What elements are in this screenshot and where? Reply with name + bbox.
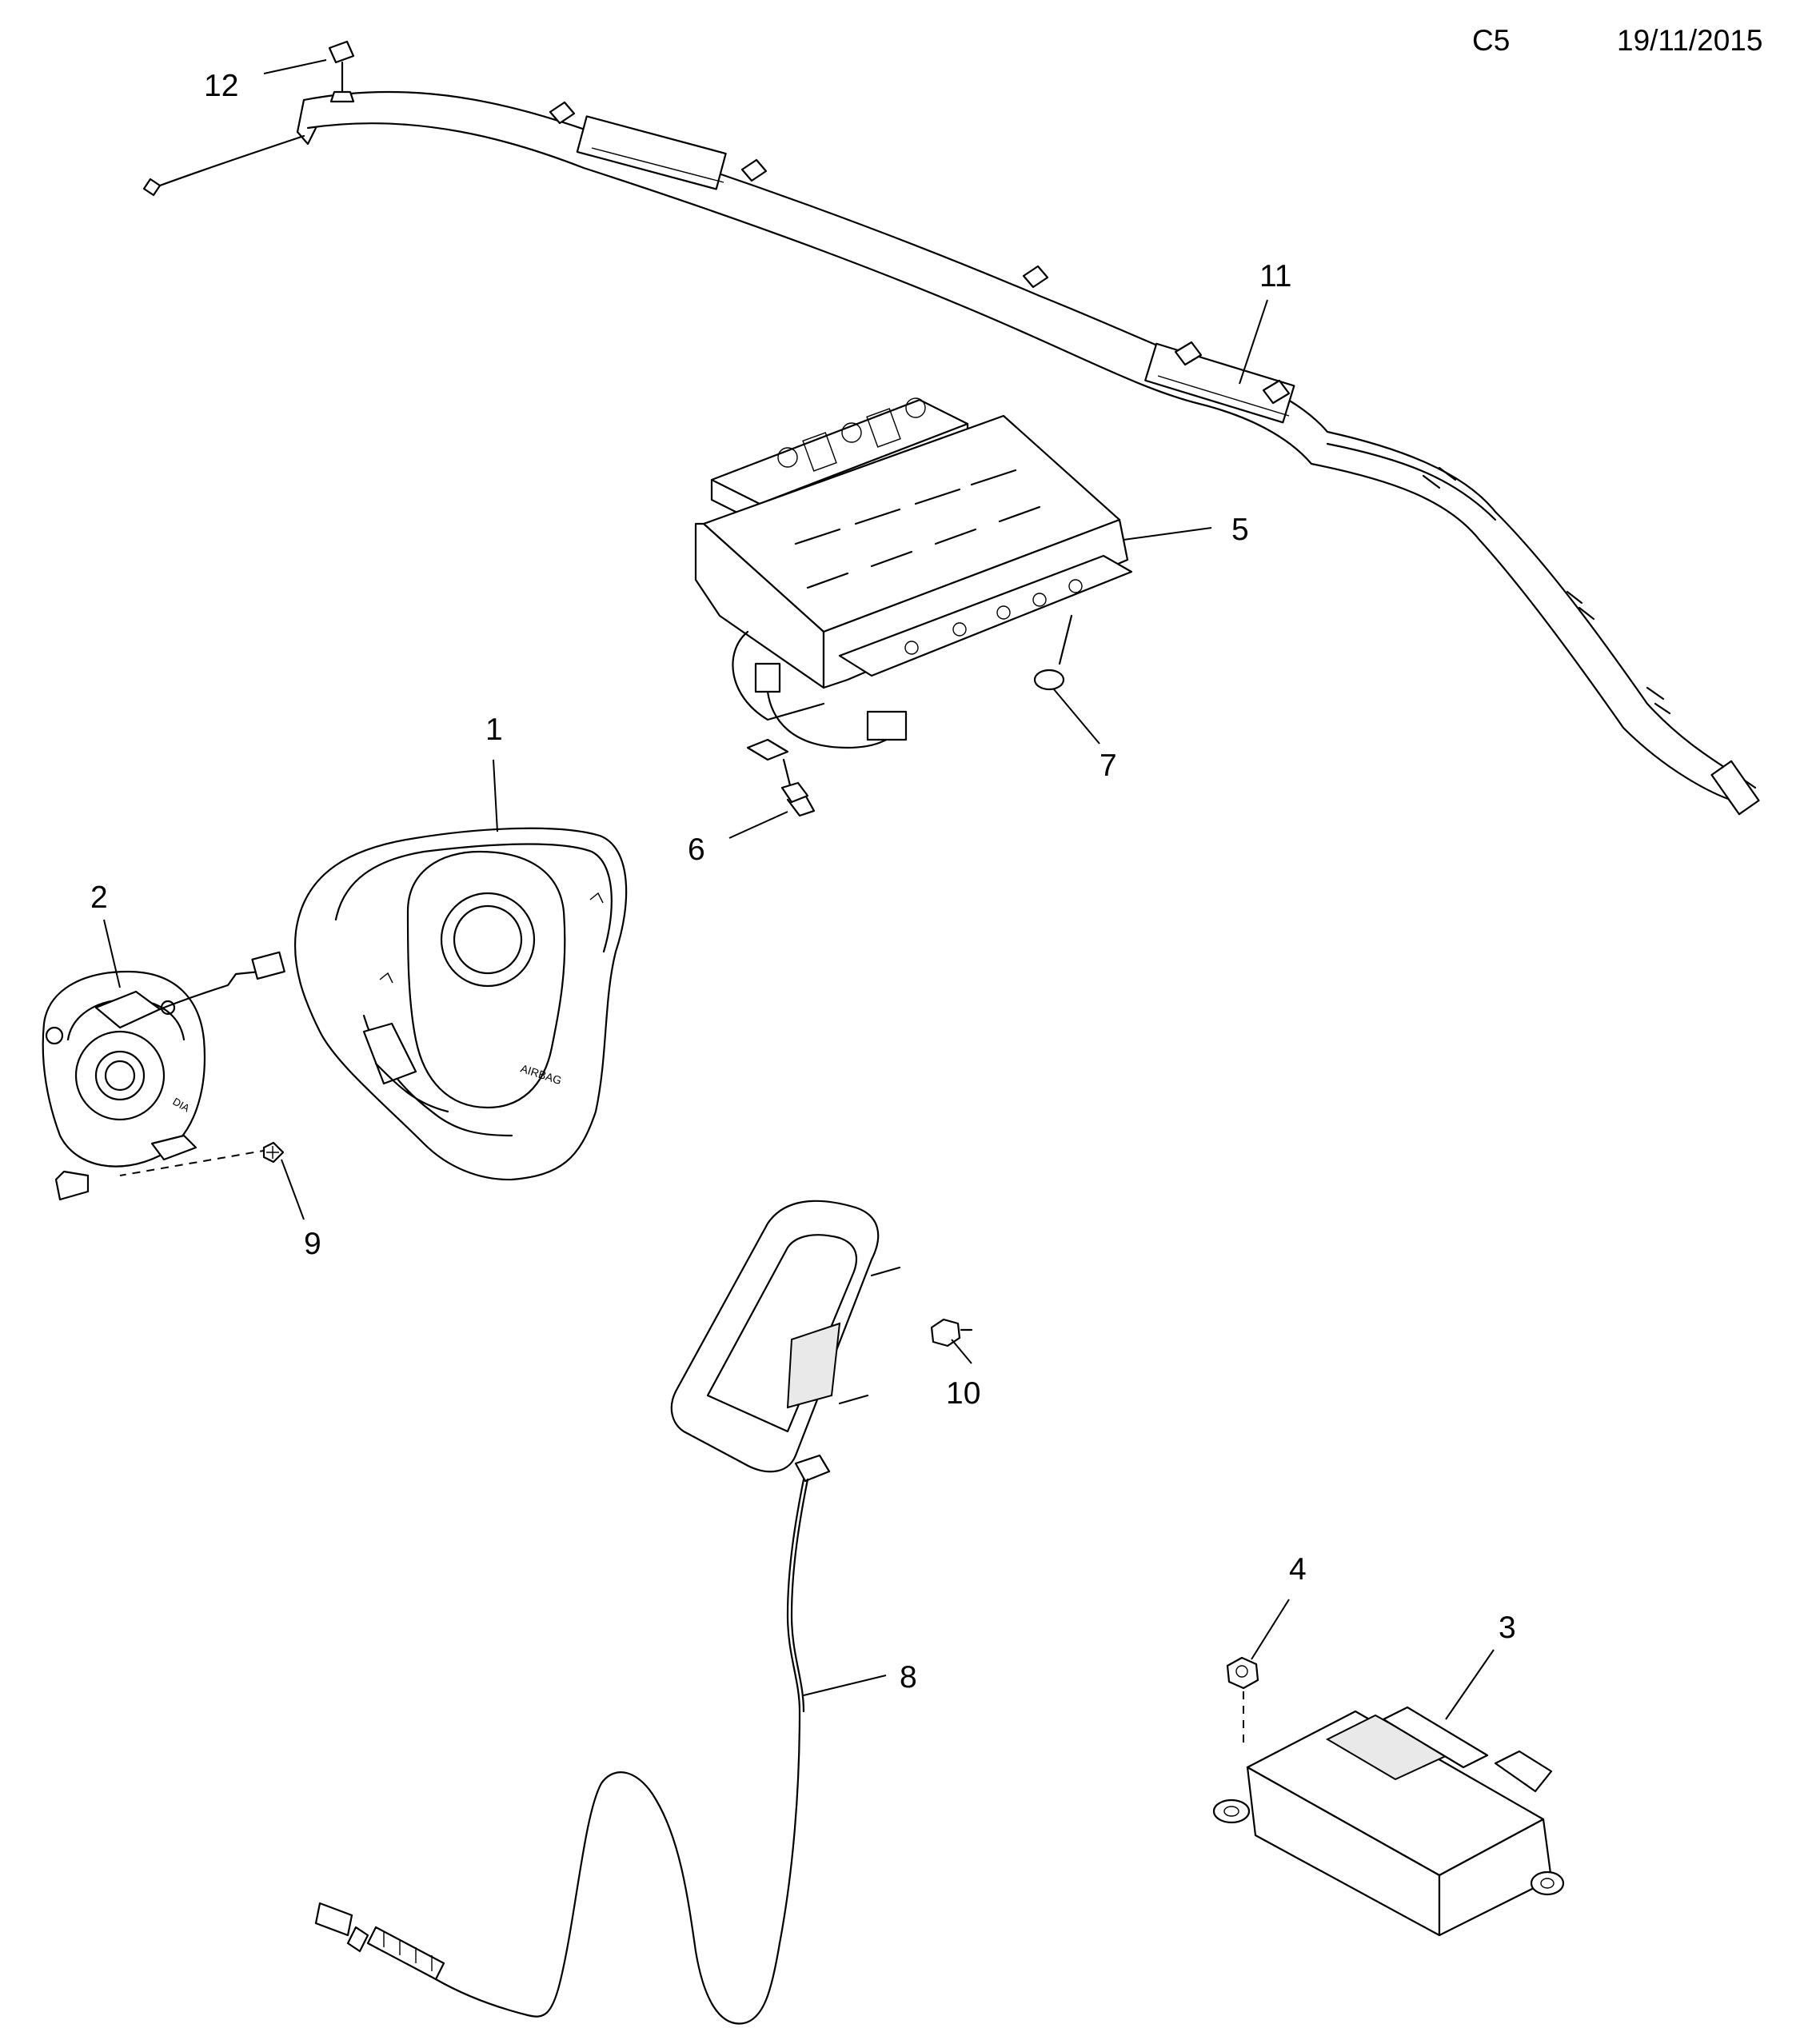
sheet-date: 19/11/2015	[1617, 24, 1763, 57]
callout-2: 2	[90, 880, 108, 915]
callout-7: 7	[1100, 749, 1117, 783]
passenger-airbag-washer[interactable]	[1033, 614, 1073, 691]
curtain-airbag-clip[interactable]	[328, 40, 355, 103]
callout-3: 3	[1499, 1611, 1516, 1645]
callout-5: 5	[1231, 513, 1249, 547]
callout-4: 4	[1289, 1552, 1307, 1587]
callout-12: 12	[204, 69, 238, 103]
passenger-airbag-bolt[interactable]	[780, 758, 816, 817]
callout-leaders	[103, 59, 1495, 1720]
callout-1: 1	[485, 713, 503, 747]
callout-6: 6	[688, 832, 705, 867]
callout-9: 9	[304, 1227, 321, 1261]
callout-numbers: 12 11 5 1 2 6 7 9 10 4 3 8	[90, 69, 1516, 1695]
airbag-control-module[interactable]	[1212, 1706, 1565, 1937]
callout-11: 11	[1259, 259, 1292, 293]
side-airbag-nut[interactable]	[930, 1318, 973, 1347]
clock-spring-coil[interactable]: DIA	[42, 951, 285, 1201]
control-module-nut[interactable]	[1226, 1656, 1259, 1747]
side-airbag-module[interactable]	[314, 1200, 901, 2025]
driver-airbag-module[interactable]: AIRBAG	[293, 827, 628, 1181]
sheet-code: C5	[1472, 24, 1511, 57]
curtain-airbag[interactable]	[142, 90, 1760, 816]
passenger-airbag-module[interactable]	[694, 397, 1133, 761]
clock-spring-screw[interactable]	[119, 1141, 285, 1176]
callout-10: 10	[946, 1376, 980, 1411]
callout-8: 8	[900, 1660, 917, 1695]
